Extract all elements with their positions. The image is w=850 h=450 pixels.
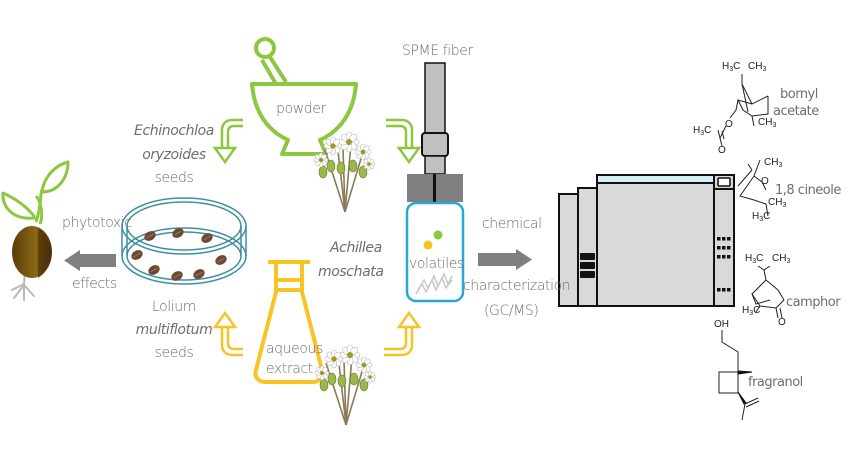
- indicator-dot: [722, 255, 726, 259]
- volatiles-label: volatiles: [409, 256, 464, 272]
- echinochloa-genus-label: Echinochloa: [134, 123, 214, 139]
- achillea-genus-label: Achillea: [330, 240, 382, 256]
- petri-seeds: [131, 228, 227, 281]
- lolium-genus-label: Lolium: [151, 299, 196, 315]
- gcms-instrument-icon: [558, 174, 735, 307]
- acetate-label: acetate: [773, 104, 819, 119]
- analysis-arrow-icon: [478, 249, 532, 270]
- cineole-structure: [737, 159, 769, 217]
- petri-seed-icon: [215, 255, 227, 265]
- petri-seed-icon: [148, 265, 160, 275]
- indicator-dot: [717, 237, 721, 241]
- indicator-dot: [722, 246, 726, 250]
- spme-fiber-icon: [407, 62, 463, 250]
- camphor-structure: [751, 265, 785, 319]
- phytotoxic-arrow-icon: [64, 250, 116, 271]
- atom-label-ch3: CH3: [748, 61, 767, 74]
- atom-label-o: O: [761, 176, 769, 187]
- indicator-dot: [727, 255, 731, 259]
- cineole-label: 1,8 cineole: [775, 183, 841, 198]
- atom-label-oh: OH: [714, 319, 729, 330]
- petri-seed-icon: [172, 228, 184, 238]
- lolium-species-label: multiflotum: [135, 322, 213, 338]
- extract-label: extract: [266, 361, 313, 377]
- lolium-seeds-label: seeds: [154, 345, 194, 361]
- bornyl-acetate-structure: [717, 74, 769, 147]
- fragranol-structure: [718, 330, 760, 421]
- indicator-dot: [717, 255, 721, 259]
- atom-label-h3c: H3C: [752, 211, 771, 224]
- phytotoxic-label: phytotoxic: [62, 215, 132, 231]
- extract-to-vial-arrow-icon: [384, 310, 422, 357]
- vapor-icon: [415, 272, 453, 295]
- spme-fiber-label: SPME fiber: [402, 43, 473, 59]
- atom-label-ch3: CH3: [772, 253, 791, 266]
- atom-label-o: O: [725, 119, 733, 130]
- effects-label: effects: [72, 276, 117, 292]
- indicator-dot: [727, 246, 731, 250]
- achillea-species-label: moschata: [318, 264, 384, 280]
- gcms-label: (GC/MS): [484, 303, 539, 319]
- extract-to-seeds-arrow-icon: [212, 310, 243, 357]
- sprouting-seed-icon: [1, 160, 70, 301]
- indicator-dot: [717, 246, 721, 250]
- echinochloa-seeds-label: seeds: [154, 170, 194, 186]
- petri-seed-icon: [201, 233, 213, 243]
- aqueous-label: aqueous: [266, 341, 323, 357]
- fragranol-label: fragranol: [748, 375, 803, 390]
- atom-label-ch3: CH3: [768, 197, 787, 210]
- atom-label-ch3: CH3: [758, 117, 777, 130]
- instrument-indicator-dots: [717, 237, 731, 292]
- indicator-dot: [722, 237, 726, 241]
- petri-seed-icon: [144, 231, 156, 241]
- atom-label-h3c: H3C: [722, 61, 741, 74]
- powder-label: powder: [276, 101, 326, 117]
- achillea-flower-icon: [313, 131, 376, 213]
- achillea-flower-icon-2: [314, 344, 377, 426]
- echinochloa-species-label: oryzoides: [142, 147, 206, 163]
- indicator-dot: [727, 288, 731, 292]
- powder-to-seeds-arrow-icon: [212, 118, 243, 165]
- characterization-label: characterization: [463, 278, 571, 294]
- indicator-dot: [727, 237, 731, 241]
- atom-label-h3c: H3C: [693, 125, 712, 138]
- chemical-label: chemical: [482, 216, 542, 232]
- atom-label-o: O: [778, 317, 786, 328]
- indicator-dot: [717, 288, 721, 292]
- petri-seed-icon: [193, 269, 205, 279]
- powder-to-vial-arrow-icon: [386, 118, 422, 165]
- indicator-dot: [722, 288, 726, 292]
- atom-label-h3c: H3C: [742, 305, 761, 318]
- atom-label-o: O: [718, 145, 726, 156]
- petri-seed-icon: [131, 250, 143, 260]
- atom-label-h3c: H3C: [745, 253, 764, 266]
- vial-icon: [405, 201, 465, 303]
- camphor-label: camphor: [786, 295, 841, 310]
- bornyl-label: bornyl: [780, 87, 818, 102]
- petri-dish-icon: [121, 197, 247, 285]
- petri-seed-icon: [171, 271, 183, 281]
- atom-label-ch3: CH3: [764, 157, 783, 170]
- mortar-pestle-icon: [250, 37, 358, 156]
